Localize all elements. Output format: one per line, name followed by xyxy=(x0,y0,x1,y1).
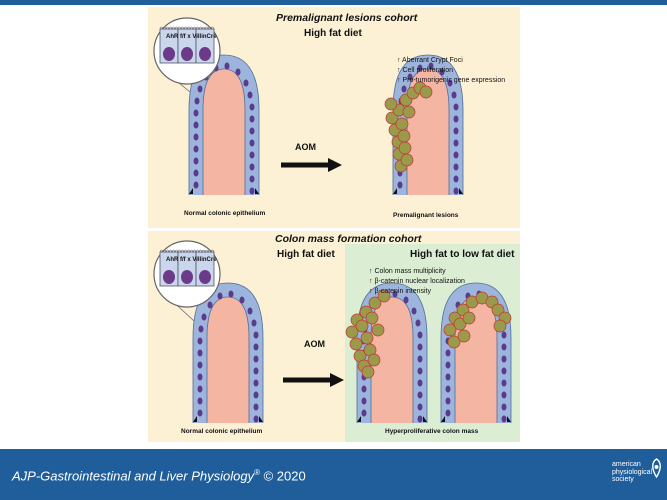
finding-2-2: ↑ β-catenin intensity xyxy=(369,288,431,295)
finding-2-1: ↑ β-catenin nuclear localization xyxy=(369,278,465,285)
journal-title: AJP-Gastrointestinal and Liver Physiolog… xyxy=(12,468,306,483)
journal-name: AJP-Gastrointestinal and Liver Physiolog… xyxy=(12,468,255,484)
cohort-title-1: Premalignant lesions cohort xyxy=(276,12,418,24)
top-bar xyxy=(0,0,667,5)
aps-logo-text: american physiological society xyxy=(612,461,652,484)
finding-1-0: ↑ Aberrant Crypt Foci xyxy=(397,57,463,64)
aps-logo-icon xyxy=(652,458,661,478)
diet-label-1: High fat diet xyxy=(304,28,362,39)
footer-bar: AJP-Gastrointestinal and Liver Physiolog… xyxy=(0,449,667,500)
arrow-right-icon xyxy=(281,158,342,172)
logo-line-2: society xyxy=(612,476,634,483)
finding-1-1: ↑ Cell proliferation xyxy=(397,67,454,74)
diet-switch-label: High fat to low fat diet xyxy=(410,249,515,260)
genotype-label-1: AhR f/f x VillinCre xyxy=(166,34,217,40)
cohort-title-2: Colon mass formation cohort xyxy=(275,233,422,245)
caption-normal-1: Normal colonic epithelium xyxy=(184,210,266,217)
diet-label-2: High fat diet xyxy=(277,249,335,260)
magnifier-inset-1 xyxy=(153,17,221,85)
logo-line-0: american xyxy=(612,461,641,468)
normal-crypt-2 xyxy=(193,283,263,423)
caption-normal-2: Normal colonic epithelium xyxy=(181,428,263,435)
findings-1: ↑ Aberrant Crypt Foci ↑ Cell proliferati… xyxy=(397,56,505,86)
arrow-right-icon xyxy=(283,373,344,387)
caption-colon-mass: Hyperproliferative colon mass xyxy=(385,428,479,435)
registered-mark: ® xyxy=(254,468,260,477)
finding-2-0: ↑ Colon mass multiplicity xyxy=(369,268,446,275)
aom-label-2: AOM xyxy=(304,339,325,349)
aom-label-1: AOM xyxy=(295,142,316,152)
genotype-label-2: AhR f/f x VillinCre xyxy=(166,257,217,263)
findings-2: ↑ Colon mass multiplicity ↑ β-catenin nu… xyxy=(369,267,465,297)
logo-line-1: physiological xyxy=(612,468,653,476)
copyright-year: © 2020 xyxy=(263,468,306,484)
finding-1-2: ↑ Pro-tumorigenic gene expression xyxy=(397,77,506,84)
caption-premalignant: Premalignant lesions xyxy=(393,212,459,219)
diagram-art xyxy=(153,17,667,449)
magnifier-inset-2 xyxy=(153,240,221,308)
